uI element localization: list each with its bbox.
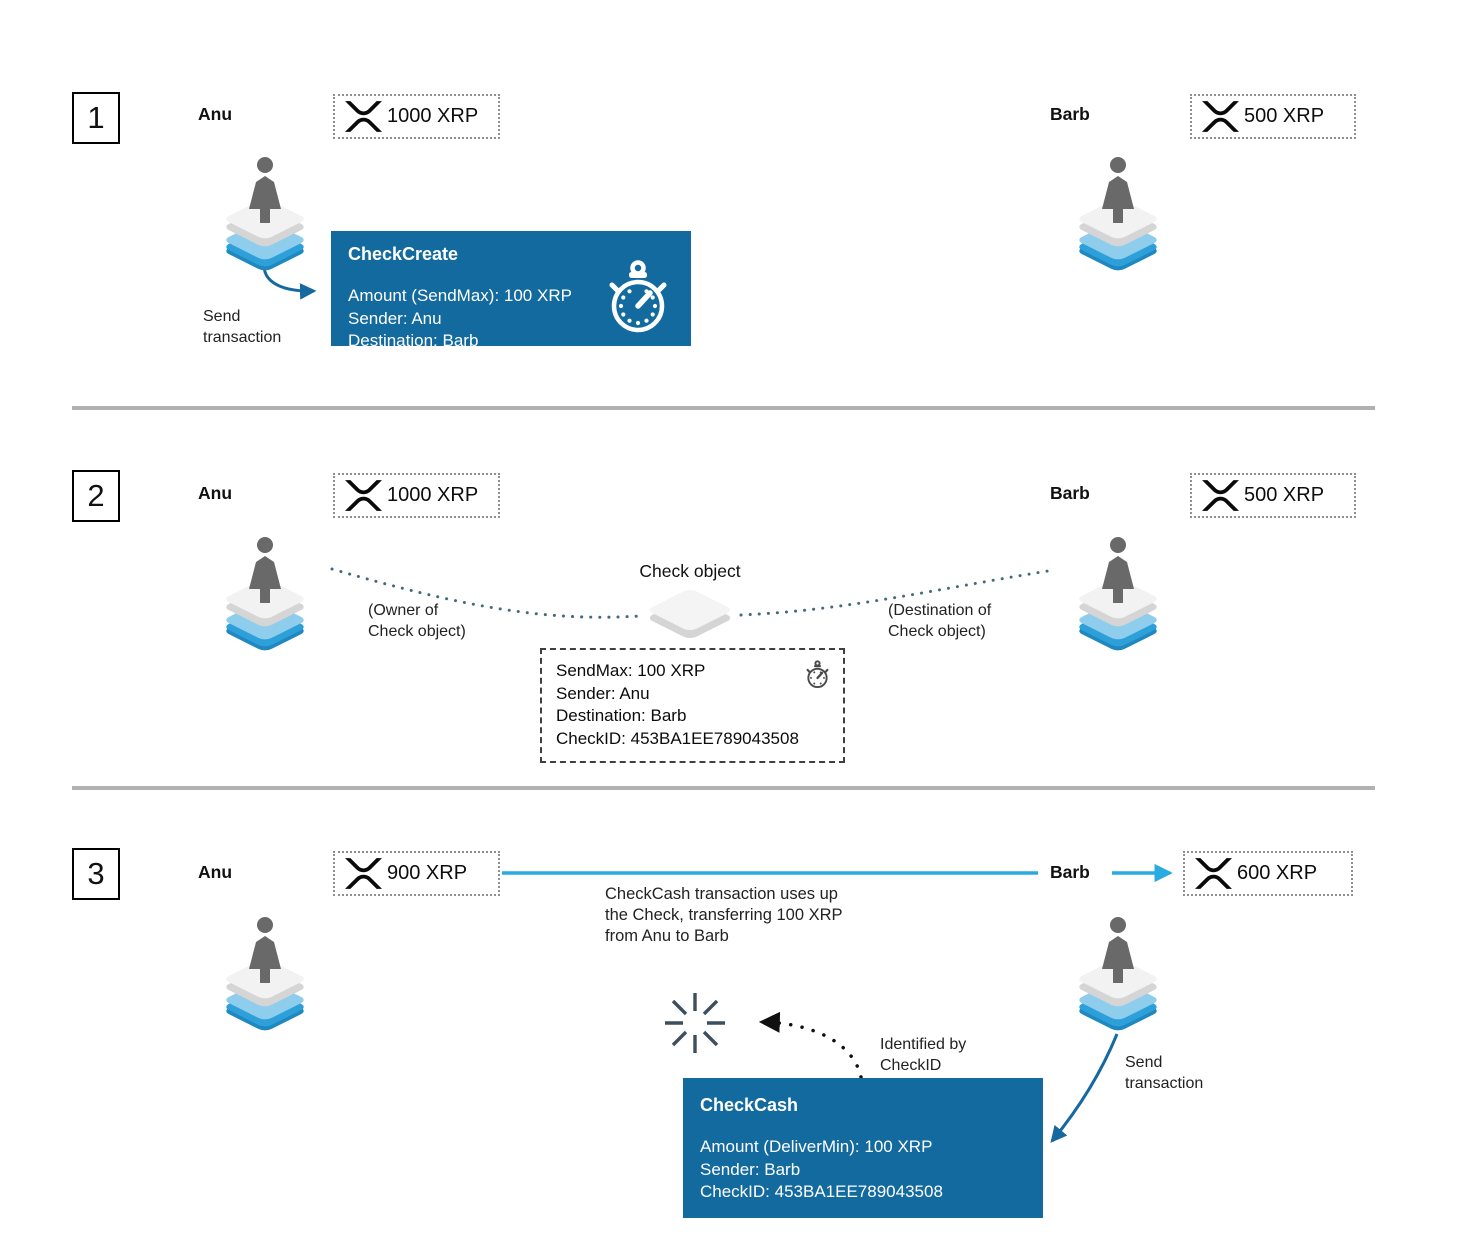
- check-object-icon: [649, 589, 731, 639]
- anu-balance-1-amount: 1000 XRP: [387, 105, 479, 127]
- step-number-1-label: 1: [87, 100, 105, 135]
- barb-account-icon-1: [1079, 157, 1157, 271]
- send-transaction-label-3: Send transaction: [1125, 1054, 1204, 1092]
- check-detail-sendmax: SendMax: 100 XRP: [556, 661, 706, 680]
- identified-by-checkid-label: Identified by CheckID: [880, 1036, 967, 1074]
- owner-role-label: (Owner of Check object): [368, 602, 466, 640]
- checkcreate-box: CheckCreate Amount (SendMax): 100 XRP Se…: [331, 231, 691, 350]
- checkcash-line-sender: Sender: Barb: [700, 1159, 801, 1179]
- anu-name-3: Anu: [198, 862, 233, 882]
- destination-role-label: (Destination of Check object): [888, 602, 992, 640]
- barb-name-2: Barb: [1050, 483, 1090, 503]
- checkcash-line-checkid: CheckID: 453BA1EE789043508: [700, 1182, 943, 1201]
- stopwatch-icon: [609, 260, 667, 333]
- step-number-1: 1: [72, 92, 120, 144]
- checkcash-box: CheckCash Amount (DeliverMin): 100 XRP S…: [683, 1078, 1043, 1218]
- person-icon: [249, 157, 281, 223]
- xrp-logo-icon: [1202, 101, 1239, 132]
- anu-balance-2-amount: 1000 XRP: [387, 484, 479, 506]
- barb-account-icon-2: [1079, 537, 1157, 651]
- burst-icon: [665, 993, 725, 1053]
- check-object-label: Check object: [639, 561, 741, 581]
- anu-balance-2: 1000 XRP: [333, 473, 500, 518]
- barb-balance-2-amount: 500 XRP: [1244, 484, 1325, 506]
- section-divider-1: [72, 406, 1375, 410]
- checkcreate-line-sender: Sender: Anu: [348, 308, 442, 328]
- xrp-logo-icon: [345, 858, 382, 889]
- stopwatch-icon: [806, 660, 829, 689]
- check-detail-sender: Sender: Anu: [556, 683, 650, 703]
- check-detail-destination: Destination: Barb: [556, 706, 687, 725]
- barb-account-icon-3: [1079, 917, 1157, 1031]
- barb-balance-3: 600 XRP: [1183, 851, 1353, 896]
- step-number-2-label: 2: [87, 478, 105, 513]
- xrp-logo-icon: [1202, 480, 1239, 511]
- barb-name-3: Barb: [1050, 862, 1090, 882]
- barb-balance-2: 500 XRP: [1190, 473, 1356, 518]
- anu-balance-3-amount: 900 XRP: [387, 862, 468, 884]
- xrp-logo-icon: [345, 480, 382, 511]
- xrp-logo-icon: [345, 101, 382, 132]
- barb-name-1: Barb: [1050, 104, 1090, 124]
- person-icon: [249, 537, 281, 603]
- anu-balance-3: 900 XRP: [333, 851, 500, 896]
- check-detail-checkid: CheckID: 453BA1EE789043508: [556, 728, 799, 748]
- checkcreate-line-amount: Amount (SendMax): 100 XRP: [348, 286, 572, 305]
- person-icon: [1102, 537, 1134, 603]
- barb-balance-1-amount: 500 XRP: [1244, 105, 1325, 127]
- checkcash-note: CheckCash transaction uses up the Check,…: [605, 885, 843, 945]
- step-number-3: 3: [72, 848, 120, 900]
- barb-balance-1: 500 XRP: [1190, 94, 1356, 139]
- anu-account-icon-1: [226, 157, 304, 271]
- anu-balance-1: 1000 XRP: [333, 94, 500, 139]
- checkid-dotted-arrow: [758, 1011, 863, 1079]
- person-icon: [249, 917, 281, 983]
- xrp-logo-icon: [1195, 858, 1232, 889]
- step-number-3-label: 3: [87, 856, 105, 891]
- anu-name-1: Anu: [198, 104, 233, 124]
- send-transaction-label-1: Send transaction: [203, 308, 282, 346]
- check-object-details-box: SendMax: 100 XRP Sender: Anu Destination…: [540, 648, 845, 763]
- checkcreate-title: CheckCreate: [348, 244, 459, 264]
- send-transaction-arrow-3: [1050, 1033, 1119, 1143]
- anu-account-icon-2: [226, 537, 304, 651]
- section-divider-2: [72, 786, 1375, 790]
- anu-account-icon-3: [226, 917, 304, 1031]
- person-icon: [1102, 157, 1134, 223]
- anu-name-2: Anu: [198, 483, 233, 503]
- checkcash-line-amount: Amount (DeliverMin): 100 XRP: [700, 1137, 933, 1156]
- checkcash-title: CheckCash: [700, 1095, 799, 1115]
- barb-balance-3-amount: 600 XRP: [1237, 862, 1318, 884]
- step-number-2: 2: [72, 470, 120, 522]
- person-icon: [1102, 917, 1134, 983]
- checkcreate-line-destination: Destination: Barb: [348, 331, 479, 350]
